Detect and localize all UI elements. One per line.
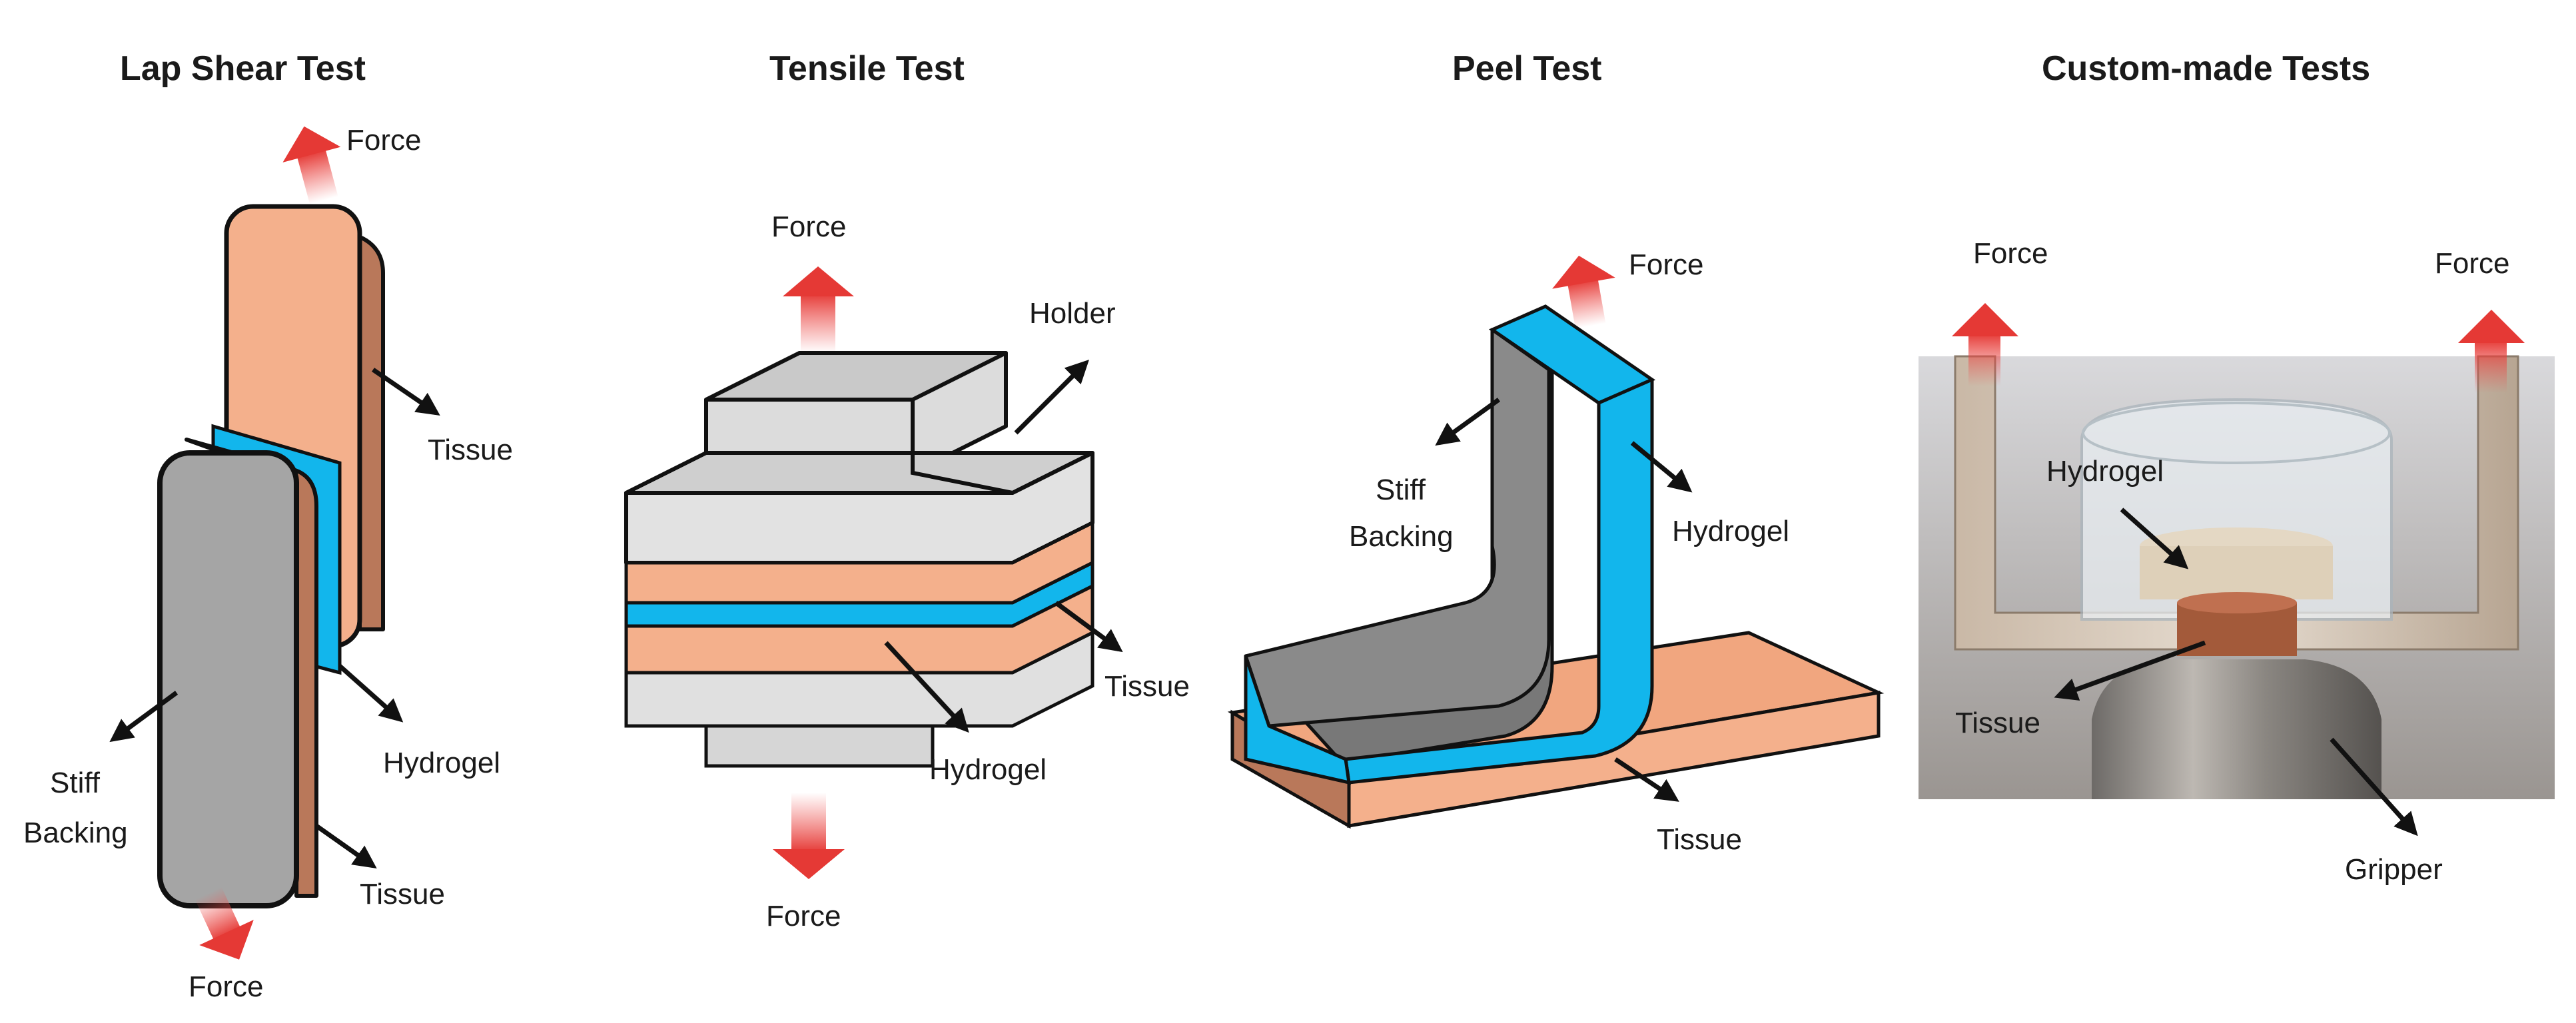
lap-shear-force-arrow-up bbox=[282, 126, 341, 204]
peel-stiff-label: Stiff bbox=[1376, 474, 1426, 506]
lap-shear-panel: Lap Shear Test Force Force bbox=[23, 49, 513, 1003]
tensile-title: Tensile Test bbox=[769, 49, 965, 88]
lap-shear-hydrogel-pointer bbox=[338, 664, 404, 723]
custom-title: Custom-made Tests bbox=[2042, 49, 2370, 88]
custom-force-right-label: Force bbox=[2435, 247, 2509, 280]
custom-gripper-label: Gripper bbox=[2345, 853, 2443, 886]
custom-force-arrow-left bbox=[1952, 303, 2018, 386]
tensile-force-top-label: Force bbox=[771, 210, 846, 243]
lap-shear-stiff-pointer bbox=[109, 691, 179, 743]
custom-force-arrow-right bbox=[2458, 310, 2525, 393]
lap-shear-force-top-label: Force bbox=[346, 124, 421, 157]
custom-tissue-label: Tissue bbox=[1955, 707, 2040, 739]
lap-shear-tissue-top-pointer bbox=[372, 368, 440, 416]
peel-hydrogel-pointer bbox=[1630, 441, 1693, 493]
tensile-holder-label: Holder bbox=[1029, 297, 1116, 330]
lap-shear-tissue-bottom-pointer bbox=[314, 824, 377, 869]
tensile-hydrogel-label: Hydrogel bbox=[929, 753, 1047, 786]
peel-l-strip bbox=[1244, 304, 1656, 785]
custom-gripper-pointer bbox=[2330, 737, 2418, 837]
custom-tissue-pointer bbox=[2054, 640, 2206, 701]
lap-shear-title: Lap Shear Test bbox=[120, 49, 366, 88]
peel-hydrogel-label: Hydrogel bbox=[1672, 515, 1789, 547]
lap-shear-stiff-label: Stiff bbox=[50, 767, 101, 799]
tensile-layer-stack bbox=[624, 519, 1094, 768]
tensile-force-bottom-label: Force bbox=[766, 900, 841, 932]
peel-tissue-label: Tissue bbox=[1657, 823, 1742, 856]
tensile-force-arrow-up bbox=[783, 266, 854, 353]
peel-panel: Peel Test Force Stiff Backing Hydrogel bbox=[1227, 49, 1885, 856]
lap-shear-tissue-top-label: Tissue bbox=[428, 434, 513, 466]
lap-shear-force-bottom-label: Force bbox=[189, 970, 263, 1003]
custom-force-left-label: Force bbox=[1973, 237, 2048, 270]
lap-shear-backing-label: Backing bbox=[23, 817, 128, 849]
peel-tissue-pointer bbox=[1614, 757, 1679, 802]
peel-force-label: Force bbox=[1629, 248, 1703, 281]
custom-hydrogel-pointer bbox=[2120, 508, 2189, 569]
peel-force-arrow bbox=[1552, 255, 1615, 329]
custom-photo bbox=[1919, 355, 2555, 799]
peel-stiff-pointer bbox=[1435, 398, 1501, 446]
peel-backing-label: Backing bbox=[1349, 520, 1454, 553]
tensile-hydrogel-pointer bbox=[884, 641, 969, 733]
lap-shear-hydrogel-label: Hydrogel bbox=[383, 747, 500, 779]
tensile-holder-top bbox=[624, 351, 1094, 565]
tensile-tissue-pointer bbox=[1054, 601, 1123, 653]
tensile-panel: Tensile Test Force Holder Tissue Hydrog bbox=[624, 49, 1190, 932]
custom-panel: Custom-made Tests Force bbox=[1919, 49, 2555, 886]
custom-hydrogel-label: Hydrogel bbox=[2046, 455, 2164, 488]
tensile-holder-pointer bbox=[1014, 360, 1089, 435]
lap-shear-force-arrow-down bbox=[195, 886, 254, 960]
peel-title: Peel Test bbox=[1452, 49, 1601, 88]
tensile-force-arrow-down bbox=[773, 793, 845, 879]
lap-shear-tissue-bottom-label: Tissue bbox=[360, 878, 445, 910]
tensile-tissue-label: Tissue bbox=[1104, 670, 1190, 703]
lap-shear-stiff-backing bbox=[157, 450, 299, 908]
